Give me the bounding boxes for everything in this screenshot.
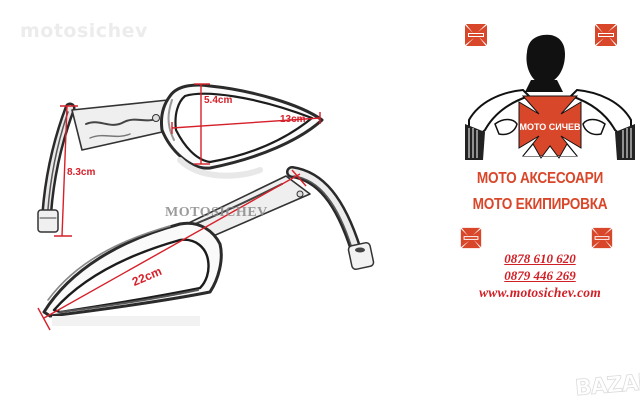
- headline-moto-equipment: МОТО ЕКИПИРОВКА: [472, 196, 608, 213]
- maltese-cross-icon: [460, 227, 482, 249]
- dimension-label-stem: 8.3cm: [67, 167, 96, 178]
- maltese-cross-icon: [465, 24, 487, 46]
- watermark-motosichev: motosichev: [20, 20, 148, 42]
- mirror-illustration: [37, 83, 375, 331]
- upper-dimension-lines: [54, 83, 321, 237]
- dimension-label-height: 5.4cm: [204, 95, 233, 106]
- dimension-label-width: 13cm: [280, 114, 306, 125]
- maltese-cross-icon: [595, 24, 617, 46]
- website-url: www.motosichev.com: [479, 285, 601, 300]
- phone-number-1: 0878 610 620: [504, 251, 576, 266]
- brand-logo-figure: МОТО СИЧЕВ: [465, 34, 635, 160]
- phone-number-2: 0879 446 269: [504, 268, 576, 283]
- lower-mirror: [42, 166, 375, 326]
- watermark-bazar: BAZAR: [574, 369, 640, 402]
- lower-dimension-line: [37, 169, 307, 331]
- logo-text: МОТО СИЧЕВ: [519, 122, 581, 132]
- watermark-motosichev-overlay: MOTOSICHEV: [165, 205, 268, 220]
- headline-moto-accessories: МОТО АКСЕСОАРИ: [476, 170, 604, 187]
- maltese-cross-icon: [591, 227, 613, 249]
